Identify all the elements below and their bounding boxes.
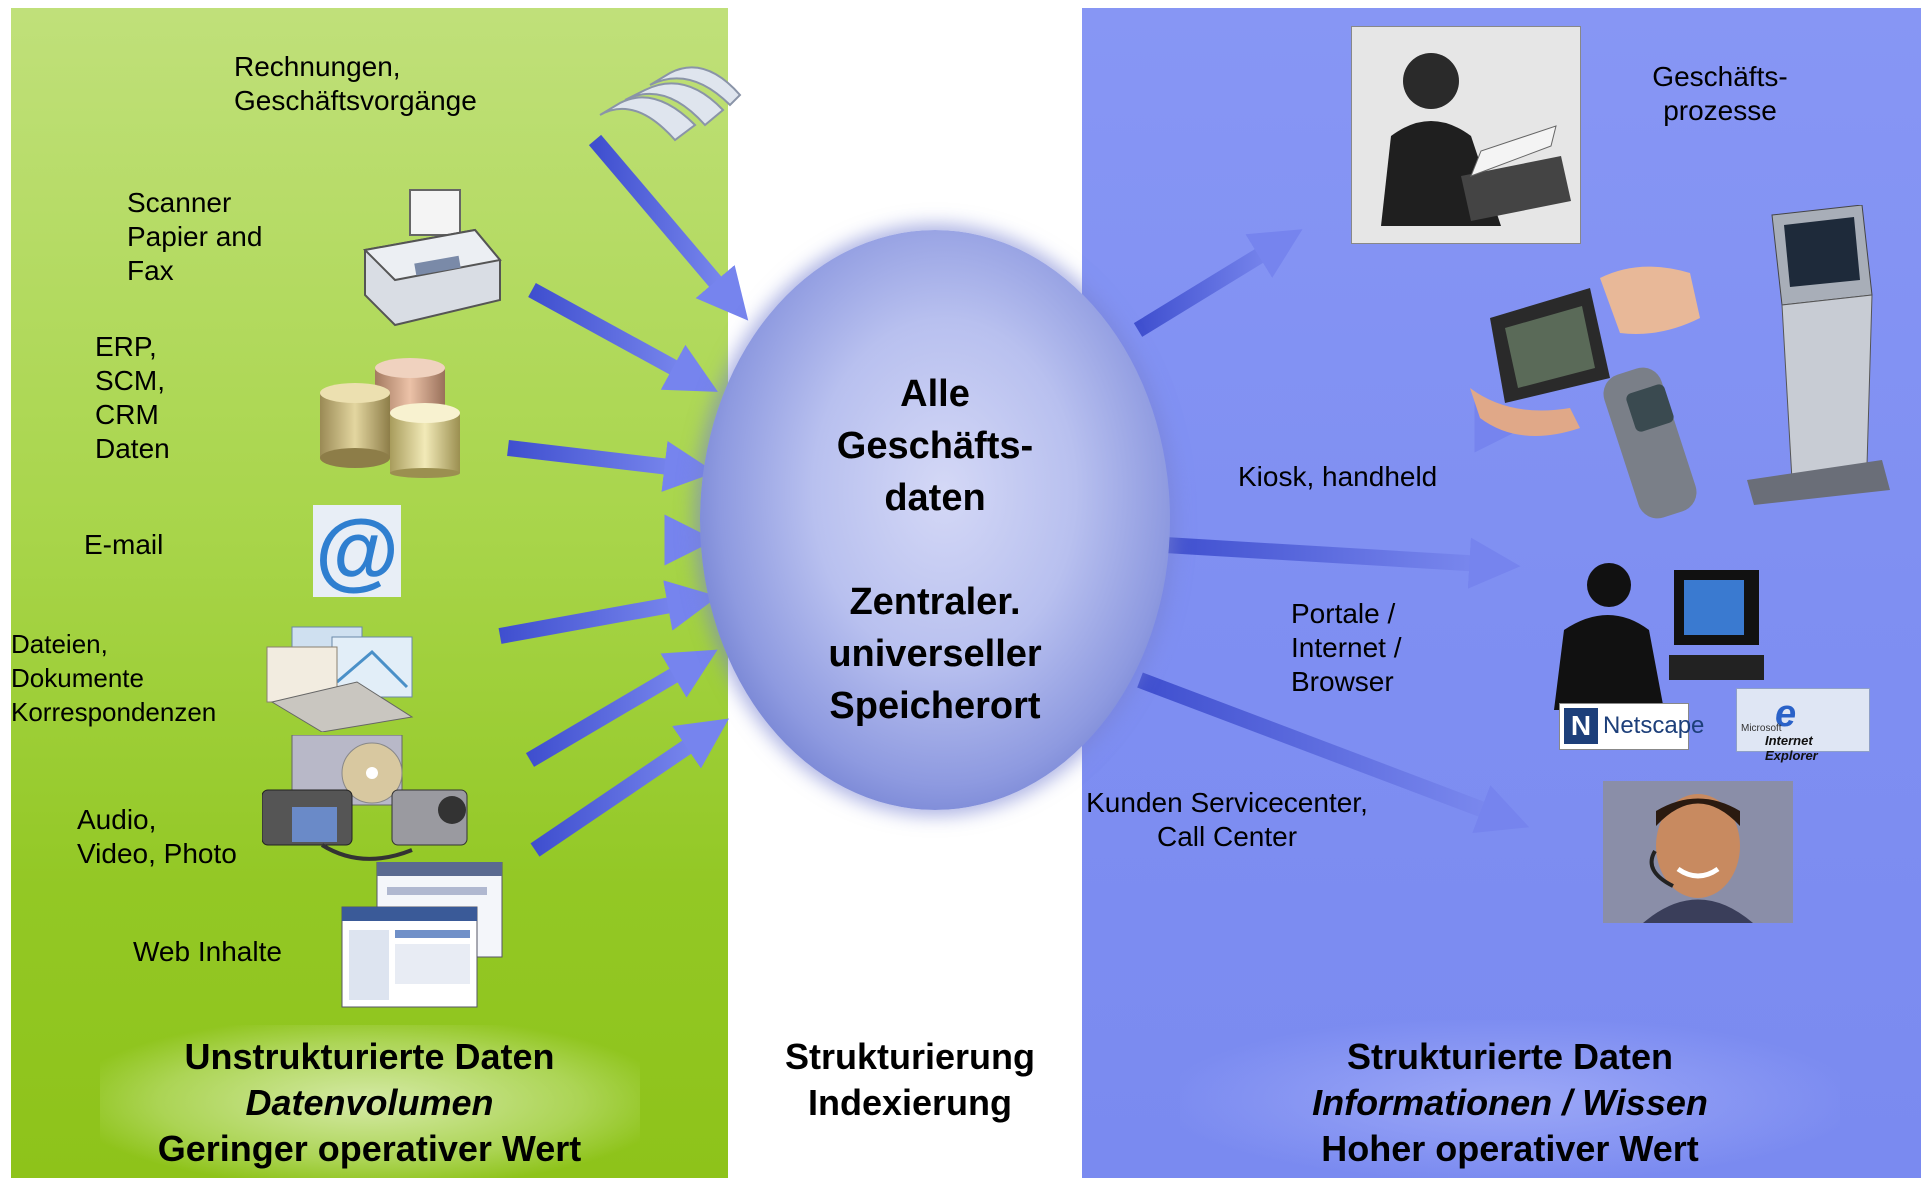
- left-footer-glow: [100, 1025, 640, 1178]
- label-files: Dateien, Dokumente Korrespondenzen: [11, 629, 217, 727]
- footer-indexing: Indexierung: [807, 1082, 1013, 1123]
- label-customer-service: Kunden Servicecenter, Call Center: [1086, 787, 1368, 852]
- email-at-symbol: @: [315, 503, 399, 599]
- arrow-service: [1137, 672, 1530, 834]
- label-web: Web Inhalte: [133, 936, 282, 967]
- label-business-processes: Geschäfts- prozesse: [1652, 61, 1788, 126]
- structuring-footer: Strukturierung Indexierung: [740, 1034, 1080, 1126]
- label-erp: ERP, SCM, CRM Daten: [95, 331, 170, 464]
- unstructured-data-footer: Unstrukturierte Daten Datenvolumen Gerin…: [11, 1034, 728, 1172]
- arrow-scanner: [528, 282, 718, 392]
- invoice-papers-icon: [599, 66, 742, 142]
- netscape-label: Netscape: [1603, 712, 1705, 739]
- fax-machine-icon: [362, 189, 502, 327]
- internet-explorer-logo: e Microsoft Internet Explorer: [1736, 688, 1870, 763]
- kiosk-terminal-icon: [1747, 205, 1890, 505]
- documents-icon: [266, 626, 414, 732]
- arrow-web: [530, 718, 729, 857]
- right-footer-glow: [1180, 1020, 1840, 1178]
- structured-data-footer: Strukturierte Daten Informationen / Wiss…: [1180, 1034, 1840, 1172]
- arrow-files: [498, 580, 719, 644]
- footer-high-value: Hoher operativer Wert: [1321, 1128, 1699, 1169]
- label-email: E-mail: [84, 529, 164, 560]
- netscape-n-icon: N: [1564, 708, 1598, 744]
- label-portals-browser: Portale / Internet / Browser: [1291, 598, 1402, 697]
- email-at-icon: @: [313, 505, 401, 597]
- arrow-processes: [1133, 229, 1303, 337]
- ie-microsoft-label: Microsoft: [1741, 723, 1782, 734]
- arrow-portals: [1164, 537, 1521, 589]
- label-scanner: Scanner Papier and Fax: [127, 187, 263, 286]
- footer-structured-title: Strukturierte Daten: [1346, 1036, 1674, 1077]
- audio-video-photo-icon: [262, 735, 468, 861]
- footer-data-volume: Datenvolumen: [245, 1082, 494, 1123]
- ie-e-icon: e: [1775, 693, 1797, 735]
- person-at-computer-icon: [1554, 563, 1764, 710]
- central-repository-cloud: [700, 230, 1170, 810]
- footer-low-value: Geringer operativer Wert: [157, 1128, 582, 1169]
- footer-structuring: Strukturierung: [784, 1036, 1035, 1077]
- label-kiosk-handheld: Kiosk, handheld: [1238, 461, 1438, 492]
- central-repository-text: Alle Geschäfts- daten Zentraler. univers…: [828, 373, 1042, 727]
- arrow-invoices: [588, 134, 749, 321]
- label-media: Audio, Video, Photo: [77, 804, 237, 869]
- call-center-agent-photo: [1603, 781, 1793, 923]
- web-pages-icon: [341, 862, 503, 1008]
- ie-label: Internet Explorer: [1765, 733, 1818, 763]
- footer-information-knowledge: Informationen / Wissen: [1312, 1082, 1708, 1123]
- netscape-logo: N Netscape: [1559, 703, 1704, 750]
- handheld-devices-icon: [1470, 266, 1700, 519]
- arrow-media: [525, 649, 718, 767]
- footer-unstructured-title: Unstrukturierte Daten: [184, 1036, 555, 1077]
- woman-at-laptop-photo: [1351, 26, 1581, 244]
- database-cylinders-icon: [320, 358, 460, 478]
- label-invoices: Rechnungen, Geschäftsvorgänge: [234, 51, 477, 116]
- arrow-erp: [507, 440, 716, 492]
